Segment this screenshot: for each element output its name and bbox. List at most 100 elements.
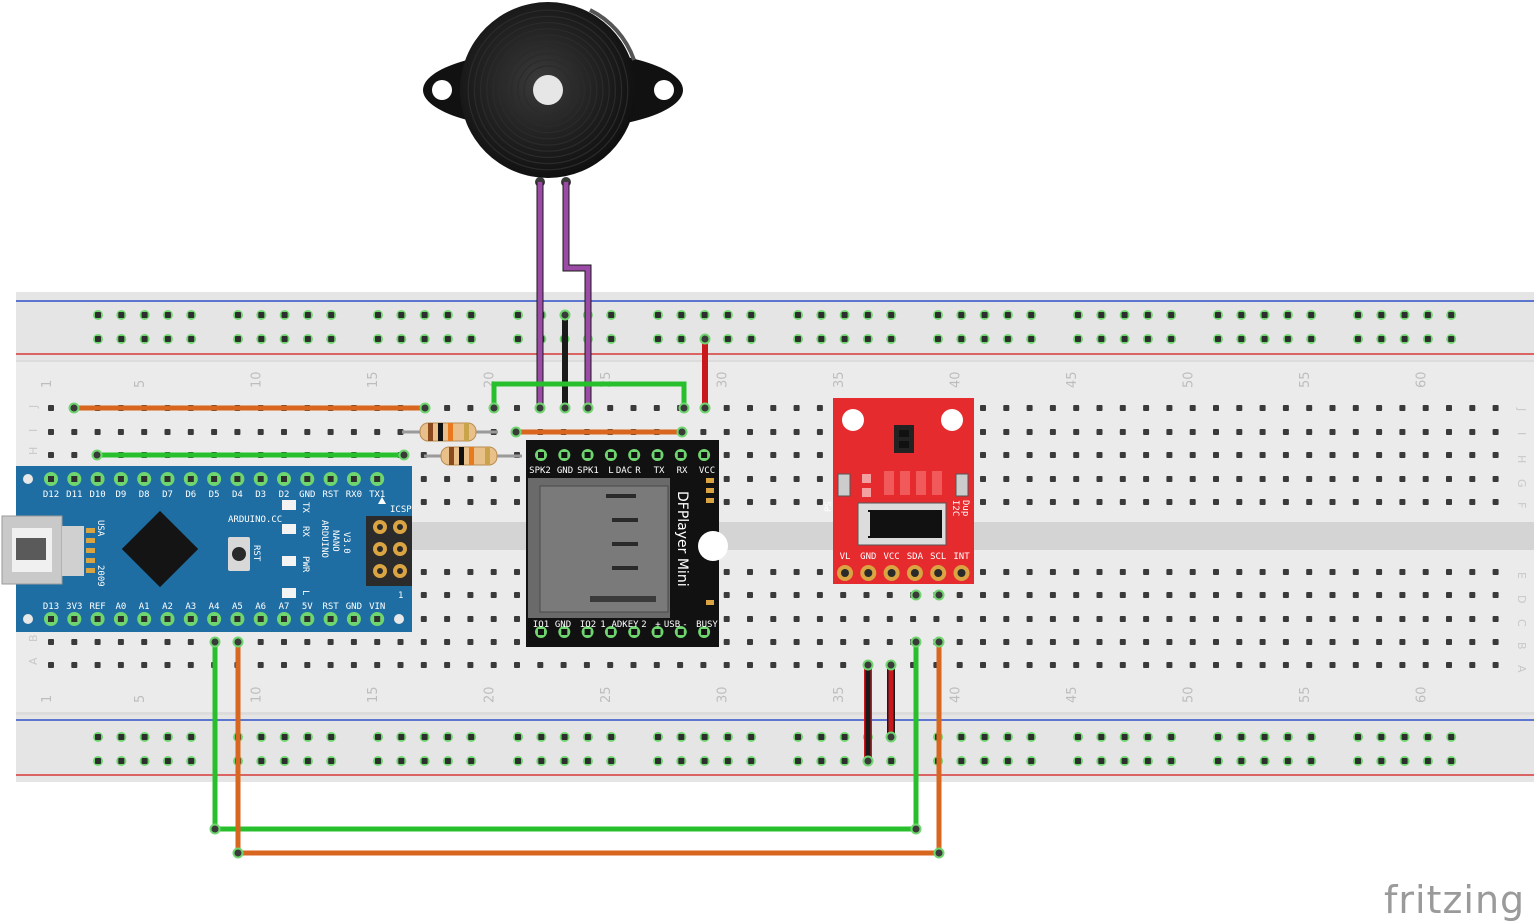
rail-hole <box>444 336 451 342</box>
breadboard-hole <box>281 662 287 668</box>
nano-pin <box>211 616 218 622</box>
breadboard-hole <box>980 452 986 458</box>
rail-hole <box>1355 734 1361 740</box>
breadboard-hole <box>1073 616 1080 622</box>
breadboard-hole <box>816 405 823 411</box>
rail-hole <box>118 758 125 764</box>
breadboard-hole <box>980 569 986 575</box>
column-number: 10 <box>250 371 265 388</box>
rail-hole <box>981 734 988 740</box>
dfplayer-pin-hole <box>677 629 684 635</box>
breadboard-hole <box>281 429 287 435</box>
breadboard-hole <box>1096 429 1103 435</box>
breadboard-hole <box>956 616 963 622</box>
breadboard-hole <box>1306 639 1313 645</box>
breadboard-hole <box>816 429 823 435</box>
nano-pin <box>187 476 194 482</box>
breadboard-hole <box>467 405 474 411</box>
breadboard-hole <box>816 639 823 645</box>
rail-hole <box>95 312 101 318</box>
breadboard-hole <box>1492 476 1499 482</box>
usb-smd-pads <box>86 528 95 573</box>
nano-pin <box>164 616 171 622</box>
breadboard-hole <box>1003 616 1010 622</box>
dfplayer-pin-hole <box>607 629 614 635</box>
rail-hole <box>1378 312 1385 318</box>
breadboard-hole <box>1306 616 1313 622</box>
breadboard-hole <box>420 616 427 622</box>
nano-pin <box>304 616 311 622</box>
breadboard-hole <box>1376 616 1383 622</box>
breadboard-hole <box>1143 405 1150 411</box>
breadboard-hole <box>793 429 800 435</box>
breadboard-hole <box>1003 639 1010 645</box>
rail-hole <box>1098 758 1105 764</box>
breadboard-hole <box>164 662 171 668</box>
breadboard-hole <box>1049 616 1056 622</box>
breadboard-hole <box>1376 405 1383 411</box>
breadboard-hole <box>1189 592 1196 598</box>
rail-hole <box>375 312 381 318</box>
wire-endpoint <box>91 449 103 461</box>
breadboard-hole <box>514 662 520 668</box>
breadboard-hole <box>1492 662 1499 668</box>
breadboard-hole <box>490 499 497 505</box>
breadboard-hole <box>1306 569 1313 575</box>
nano-pin <box>141 476 148 482</box>
breadboard-hole <box>327 639 334 645</box>
breadboard-hole <box>1166 476 1173 482</box>
breadboard-hole <box>1282 476 1289 482</box>
dfplayer-pin-hole <box>631 452 638 458</box>
breadboard-hole <box>117 429 124 435</box>
column-number: 15 <box>366 686 381 703</box>
breadboard-hole <box>816 452 823 458</box>
breadboard-hole <box>910 616 917 622</box>
nano-pin <box>164 476 171 482</box>
row-letter: H <box>1515 455 1528 463</box>
reset-button-cap[interactable] <box>232 547 246 561</box>
rail-hole <box>95 734 101 740</box>
breadboard-hole <box>747 405 753 411</box>
breadboard-hole <box>48 452 54 458</box>
nano-pin <box>94 476 101 482</box>
row-letter: B <box>27 634 40 642</box>
rail-hole <box>1075 734 1081 740</box>
breadboard-hole <box>1026 569 1033 575</box>
breadboard-hole <box>1213 476 1219 482</box>
buzzer-ring <box>523 65 573 115</box>
column-number: 50 <box>1182 686 1197 703</box>
breadboard-hole <box>1376 452 1383 458</box>
breadboard-hole <box>1399 616 1406 622</box>
rail-hole <box>1284 758 1291 764</box>
dfplayer-pin-hole <box>631 629 638 635</box>
rail-hole <box>1144 758 1151 764</box>
breadboard-hole <box>793 476 800 482</box>
dfplayer-pin-hole <box>538 452 544 458</box>
rail-hole <box>515 312 521 318</box>
dfplayer-pin-label: IO1 <box>533 620 549 630</box>
rail-hole <box>1075 336 1081 342</box>
breadboard-hole <box>1446 616 1452 622</box>
breadboard-hole <box>793 662 800 668</box>
dfplayer-pin-hole <box>677 452 684 458</box>
nano-pin-label: A3 <box>185 602 196 612</box>
breadboard-hole <box>1259 476 1266 482</box>
breadboard-hole <box>747 452 753 458</box>
breadboard-hole <box>1469 499 1476 505</box>
breadboard-hole <box>117 639 124 645</box>
nano-pin <box>281 616 287 622</box>
breadboard-hole <box>1352 616 1359 622</box>
piezo-buzzer <box>423 2 683 187</box>
breadboard-hole <box>1422 569 1429 575</box>
breadboard-hole <box>840 592 847 598</box>
rail-hole <box>584 758 591 764</box>
rail-hole <box>304 336 311 342</box>
breadboard-hole <box>886 639 893 645</box>
icsp-pin-hole <box>377 524 383 530</box>
rail-hole <box>1284 734 1291 740</box>
breadboard-hole <box>1259 616 1266 622</box>
arduino-nano: USA 2009 ARDUINO.CC RST TX RX PWR L ARDU… <box>1 466 412 632</box>
led-pwr <box>282 556 296 566</box>
breadboard-hole <box>1003 429 1010 435</box>
